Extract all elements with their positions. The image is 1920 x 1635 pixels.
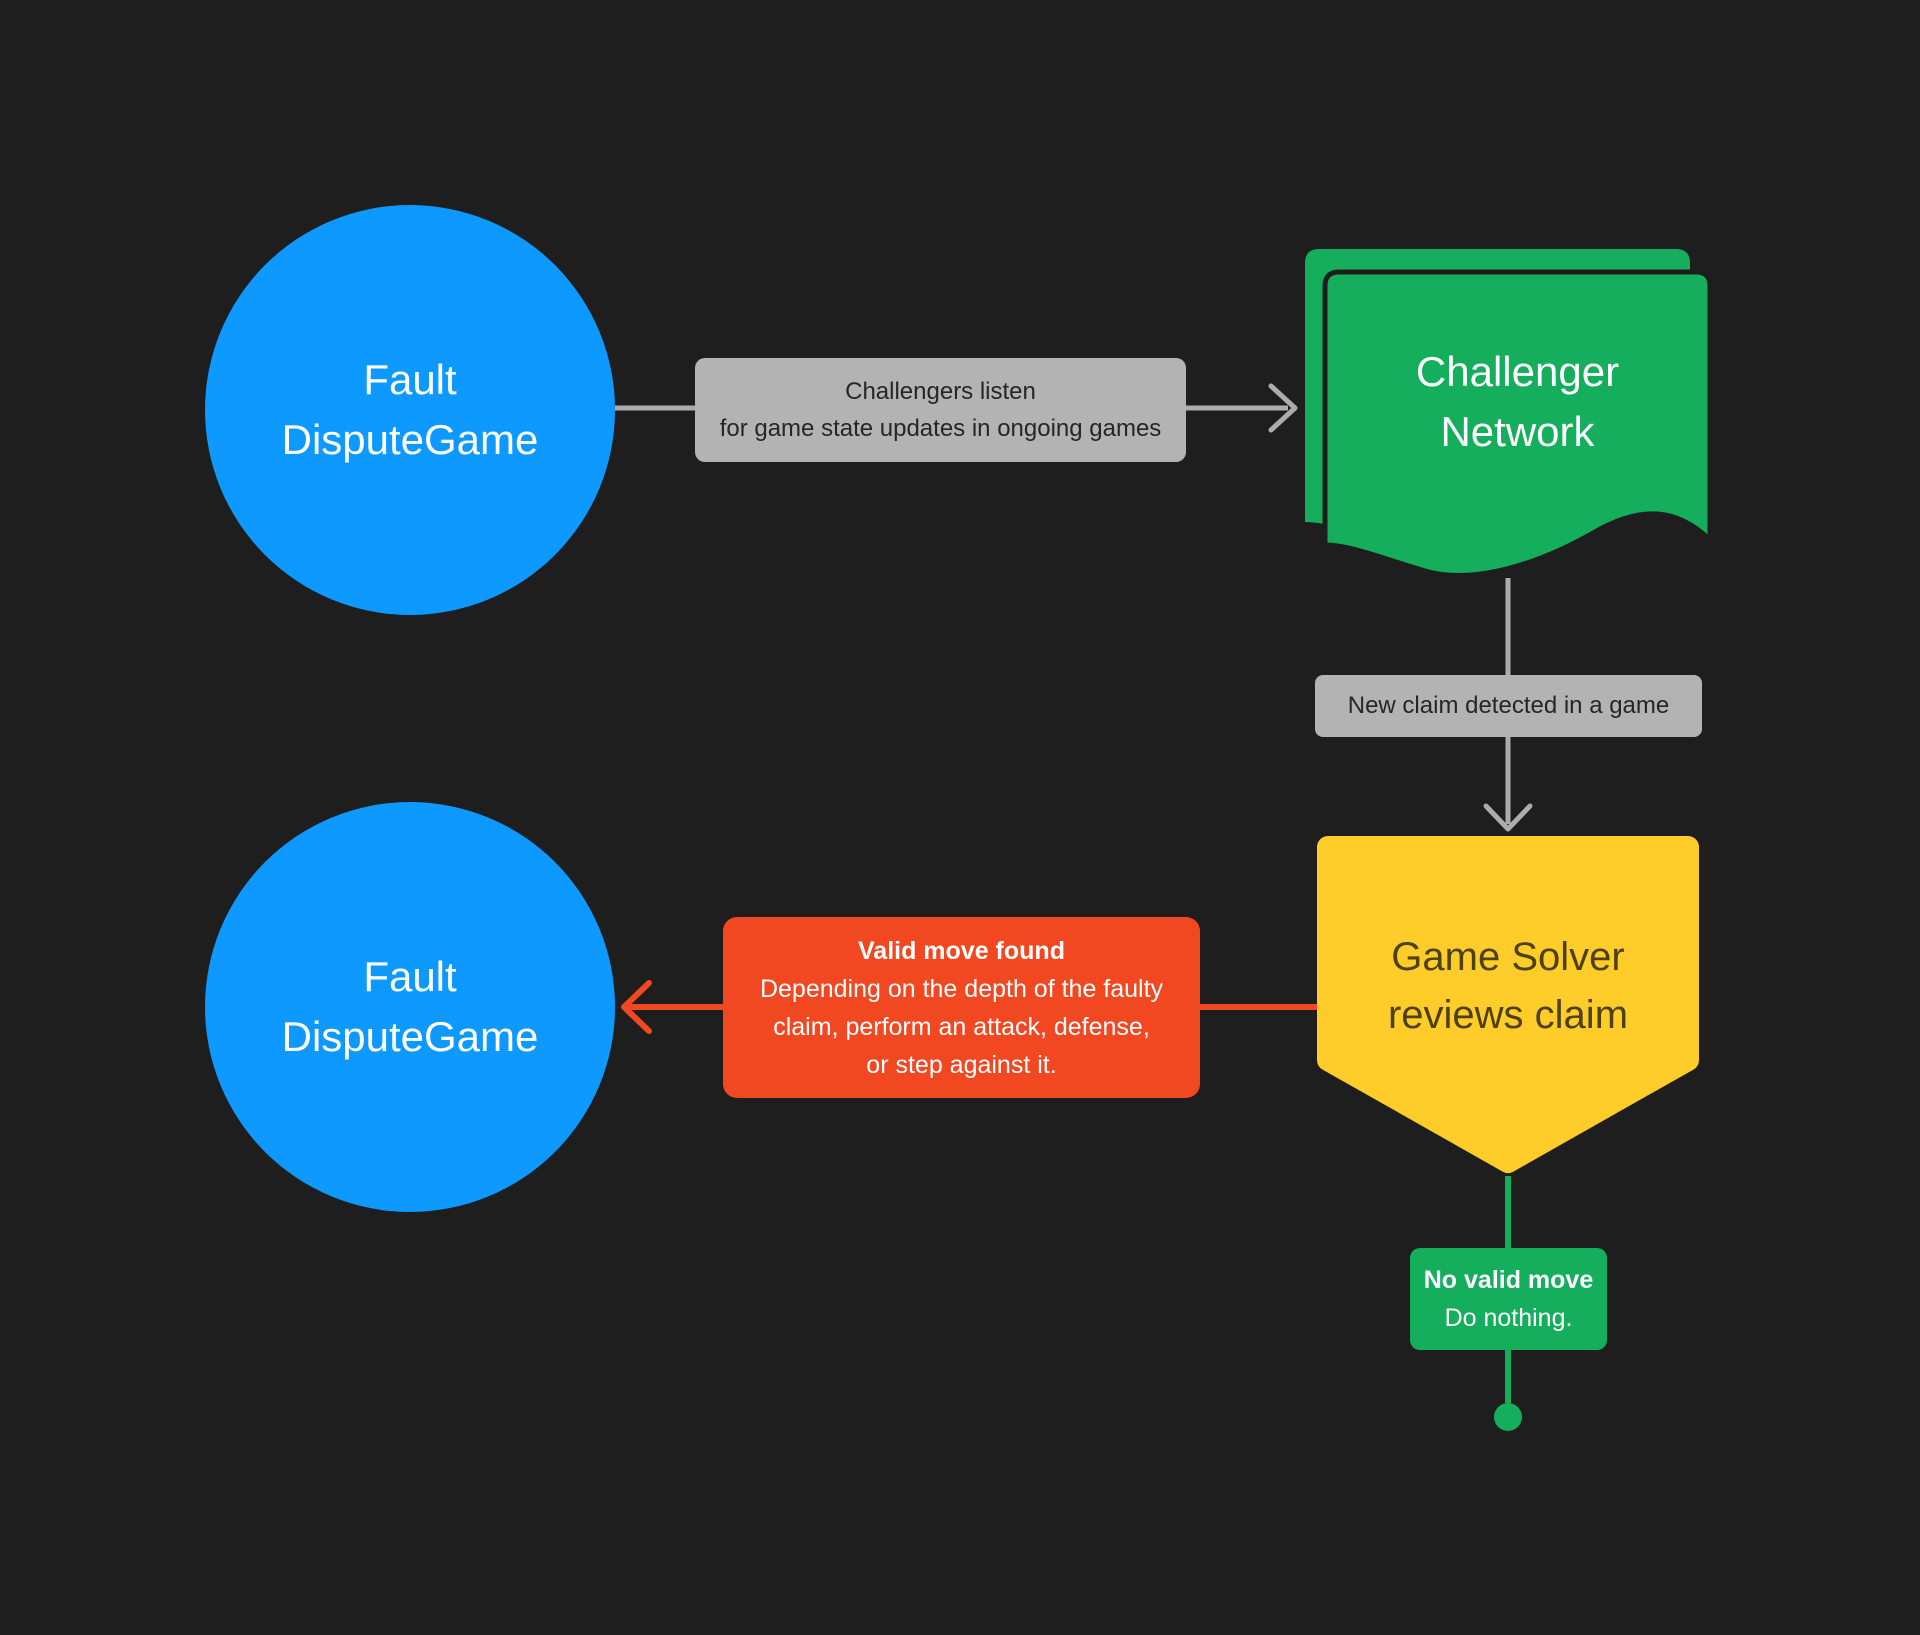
no-valid-move-title: No valid move (1423, 1266, 1594, 1294)
fault-dispute-game-label-bottom: Fault DisputeGame (281, 953, 539, 1060)
no-valid-move-body: Do nothing. (1444, 1304, 1573, 1332)
arrow-right-icon (1268, 383, 1298, 433)
edge-label-challengers-listen: Challengers listen for game state update… (695, 358, 1186, 462)
fault-dispute-game-node-top: Fault DisputeGame (205, 205, 615, 615)
arrow-down-icon (1483, 803, 1533, 832)
game-solver-label: Game Solver reviews claim (1387, 935, 1629, 1037)
document-shape-front (1322, 269, 1713, 578)
fault-dispute-game-label-top: Fault DisputeGame (281, 356, 539, 463)
endpoint-dot (1494, 1403, 1522, 1431)
edge-label-no-valid-move: No valid move Do nothing. (1410, 1248, 1607, 1350)
valid-move-body: Depending on the depth of the faulty cla… (759, 974, 1164, 1079)
arrow-left-icon (621, 980, 652, 1034)
challenger-network-label: Challenger Network (1415, 348, 1620, 455)
fault-dispute-game-node-bottom: Fault DisputeGame (205, 802, 615, 1212)
valid-move-title: Valid move found (858, 936, 1065, 965)
edge-label-new-claim: New claim detected in a game (1315, 675, 1702, 737)
edge-label-valid-move: Valid move found Depending on the depth … (723, 917, 1200, 1098)
pentagon-shape (1317, 836, 1699, 1173)
